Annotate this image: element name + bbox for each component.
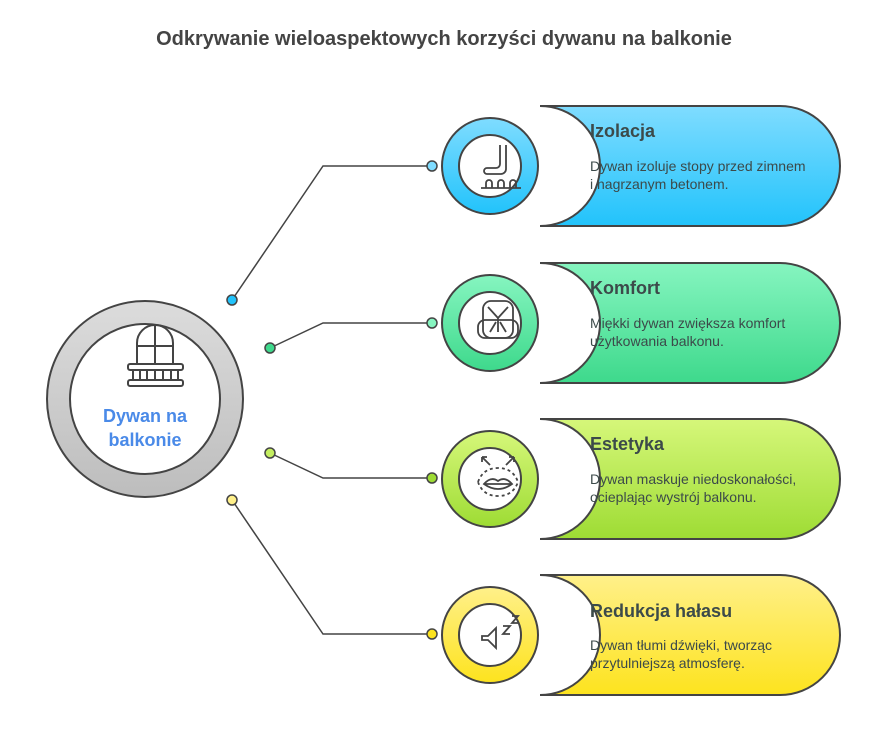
dot-1: [226, 294, 238, 306]
dot-3: [264, 447, 276, 459]
dot-4b: [426, 628, 438, 640]
foot-icon: [481, 145, 521, 189]
item-title: Izolacja: [590, 121, 656, 141]
dot-2b: [426, 317, 438, 329]
center-label: Dywan na balkonie: [102, 406, 188, 450]
card-1: [441, 105, 841, 227]
connector-4: [231, 499, 432, 635]
page-title: Odkrywanie wieloaspektowych korzyści dyw…: [156, 28, 732, 50]
lips-expand-icon: [477, 456, 519, 497]
dot-3b: [426, 472, 438, 484]
connector-2: [269, 322, 432, 349]
card-2: [441, 262, 841, 384]
card-3: [441, 418, 841, 540]
item-title: Estetyka: [590, 434, 665, 454]
dot-1b: [426, 160, 438, 172]
quiet-speaker-icon: [481, 615, 520, 651]
connector-1: [231, 165, 432, 301]
dot-2: [264, 342, 276, 354]
item-title: Komfort: [590, 278, 660, 298]
item-title: Redukcja hałasu: [590, 601, 733, 621]
center-node: [46, 300, 244, 498]
item-description: Dywan tłumi dźwięki, tworząc przytulniej…: [590, 637, 773, 671]
connector-3: [269, 452, 432, 479]
item-description: Dywan izoluje stopy przed zimnem i nagrz…: [590, 158, 806, 192]
item-description: Miękki dywan zwiększa komfort użytkowani…: [590, 315, 786, 349]
card-4: [441, 574, 841, 696]
car-seat-icon: [477, 300, 519, 339]
item-description: Dywan maskuje niedoskonałości, ocieplają…: [590, 471, 797, 505]
balcony-icon: [127, 324, 184, 387]
dot-4: [226, 494, 238, 506]
connectors: [231, 165, 432, 635]
